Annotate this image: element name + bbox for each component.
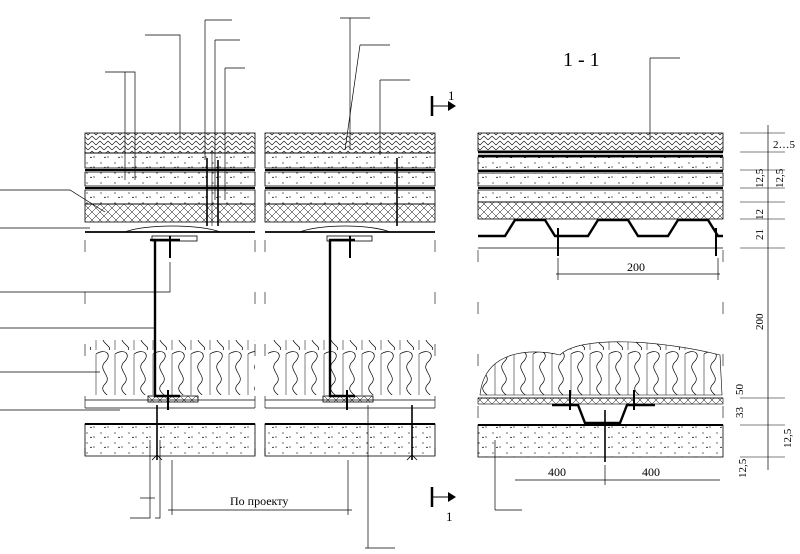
section-mark-number: 1: [446, 509, 453, 524]
mineral-board-layer: [84, 203, 256, 223]
floor-covering-layer: [477, 132, 724, 152]
mineral-wool-insulation: [90, 340, 255, 395]
section-1-1: 200 400 400: [477, 132, 724, 485]
screed-layer: [264, 152, 436, 169]
bay-left: [84, 132, 256, 461]
dim-v-2: 12,5: [774, 168, 786, 188]
support-spacing-left-label: 400: [548, 465, 566, 479]
mineral-board-layer: [264, 203, 436, 223]
mineral-wool-insulation: [268, 340, 435, 395]
dim-v-8: 12,5: [782, 428, 794, 448]
mineral-wool-insulation: [479, 341, 723, 396]
hat-profile: [552, 403, 655, 425]
leader-lines: [0, 17, 680, 549]
board-layer: [84, 171, 256, 187]
ceiling-board-layer: [477, 424, 724, 458]
dim-v-1: 12,5: [754, 168, 766, 188]
section-title: 1 - 1: [563, 49, 600, 71]
ceiling-board-layer: [84, 423, 256, 457]
span-dimension: По проекту: [168, 460, 352, 515]
board-layer: [264, 171, 436, 187]
section-mark-number: 1: [448, 88, 455, 103]
support-spacing-right-label: 400: [642, 465, 660, 479]
board-layer: [477, 172, 724, 187]
ceiling-board-layer: [264, 423, 436, 457]
profile-pitch-label: 200: [627, 260, 645, 274]
dim-v-7: 33: [734, 407, 746, 419]
dim-v-9: 12,5: [737, 458, 749, 478]
bay-middle: [264, 132, 436, 461]
acoustic-board-layer: [264, 189, 436, 205]
section-mark-top: 1: [430, 88, 456, 116]
acoustic-board-layer: [477, 189, 724, 203]
span-label: По проекту: [230, 494, 288, 508]
acoustic-board-layer: [84, 189, 256, 205]
dim-v-4: 21: [754, 229, 766, 240]
section-mark-bottom: 1: [430, 487, 456, 524]
dim-v-3: 12: [754, 209, 766, 220]
floor-covering-layer: [84, 132, 256, 154]
dim-v-5: 200: [754, 313, 766, 330]
vertical-dimensions: 2…5 12,5 12,5 12 21 200 50 33 12,5 12,5: [734, 125, 796, 478]
mineral-board-layer: [477, 201, 724, 220]
screed-layer: [84, 152, 256, 169]
dim-v-6: 50: [734, 384, 746, 396]
screed-layer: [477, 156, 724, 171]
trapezoid-profile: [478, 218, 723, 238]
dim-v-0: 2…5: [773, 139, 796, 151]
